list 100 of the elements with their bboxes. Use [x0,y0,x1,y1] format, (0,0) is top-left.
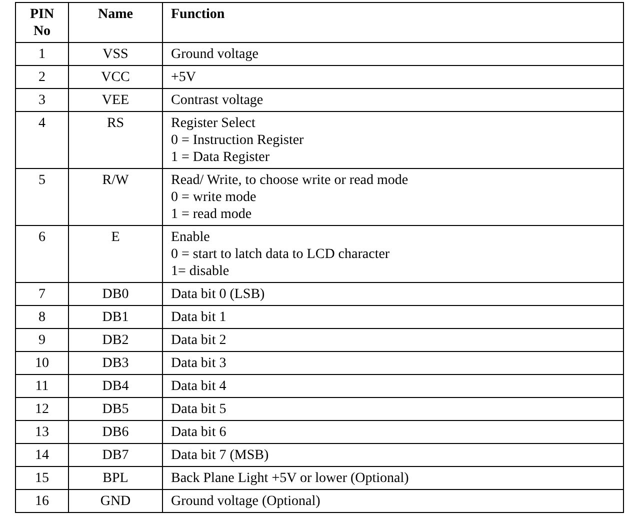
table-cell [163,112,623,168]
pin-number: 5 [38,172,46,189]
function-text: 0 = Instruction Register [171,132,305,149]
function-text: Data bit 4 [171,378,228,395]
pin-number: 8 [38,309,46,326]
pin-number: 16 [34,493,50,510]
function-text: Data bit 6 [171,424,228,441]
table-cell [69,226,162,282]
table-cell [163,421,623,443]
table-cell [16,329,68,351]
table-cell [69,43,162,65]
function-text: Contrast voltage [171,92,264,109]
table-cell [69,112,162,168]
table-cell [69,352,162,374]
pin-number: 4 [38,115,46,132]
pin-number: 2 [38,69,46,86]
pin-name: VSS [102,46,130,63]
pin-name: DB6 [101,424,130,441]
table-cell [69,306,162,328]
column-header: PIN No [30,6,54,40]
column-header: Name [98,6,133,23]
table-cell [163,66,623,88]
table-cell [16,283,68,305]
table-cell [69,444,162,466]
function-text: Read/ Write, to choose write or read mode [171,172,410,189]
table-cell [163,467,623,489]
table-cell [16,398,68,420]
table-cell [163,169,623,225]
function-text: Data bit 1 [171,309,228,326]
table-cell [16,467,68,489]
pin-name: DB0 [101,286,130,303]
table-cell [16,226,68,282]
pin-number: 7 [38,286,46,303]
pin-name: VCC [100,69,131,86]
function-text: 1 = read mode [171,206,253,223]
table-cell [163,490,623,512]
table-cell [163,43,623,65]
table-cell [16,89,68,111]
pin-name: DB7 [101,447,130,464]
table-cell [163,306,623,328]
function-text: Back Plane Light +5V or lower (Optional) [171,470,410,487]
function-text: Register Select [171,115,256,132]
pin-number: 6 [38,229,46,246]
table-cell [16,490,68,512]
table-cell [163,329,623,351]
pin-name: DB5 [101,401,130,418]
table-cell [69,89,162,111]
pin-name: GND [99,493,132,510]
table-cell [69,467,162,489]
table-cell [16,43,68,65]
function-text: Ground voltage (Optional) [171,493,322,510]
table-cell [69,66,162,88]
table-cell [69,329,162,351]
table-cell [163,283,623,305]
table-cell [16,352,68,374]
table-cell [16,421,68,443]
table-cell [163,226,623,282]
function-text: 0 = start to latch data to LCD character [171,246,391,263]
function-text: 0 = write mode [171,189,258,206]
table-cell [16,112,68,168]
pin-name: RS [106,115,126,132]
pin-name: DB2 [101,332,130,349]
pin-name: BPL [102,470,130,487]
function-text: +5V [171,69,198,86]
function-text: Data bit 0 (LSB) [171,286,266,303]
pin-name: E [110,229,121,246]
pin-name: DB3 [101,355,130,372]
table-cell [69,490,162,512]
pin-number: 9 [38,332,46,349]
pin-number: 12 [34,401,50,418]
pin-name: VEE [100,92,130,109]
table-cell [163,444,623,466]
pin-number: 3 [38,92,46,109]
table-cell [163,89,623,111]
table-cell [69,283,162,305]
function-text: Data bit 7 (MSB) [171,447,270,464]
pin-number: 13 [34,424,50,441]
table-cell [16,306,68,328]
pin-name: DB4 [101,378,130,395]
function-text: Data bit 2 [171,332,228,349]
header-cell [16,3,68,42]
table-cell [16,169,68,225]
pin-number: 10 [34,355,50,372]
table-cell [163,375,623,397]
pin-number: 11 [34,378,50,395]
function-text: Enable [171,229,211,246]
table-cell [16,444,68,466]
table-cell [69,375,162,397]
table-cell [69,421,162,443]
pin-number: 14 [34,447,50,464]
header-cell [69,3,162,42]
pin-name: DB1 [101,309,130,326]
function-text: 1= disable [171,263,230,280]
pin-number: 1 [38,46,46,63]
table-cell [16,375,68,397]
table-cell [163,398,623,420]
pin-name: R/W [101,172,130,189]
function-text: 1 = Data Register [171,149,270,166]
column-header: Function [171,6,226,23]
header-cell [163,3,623,42]
